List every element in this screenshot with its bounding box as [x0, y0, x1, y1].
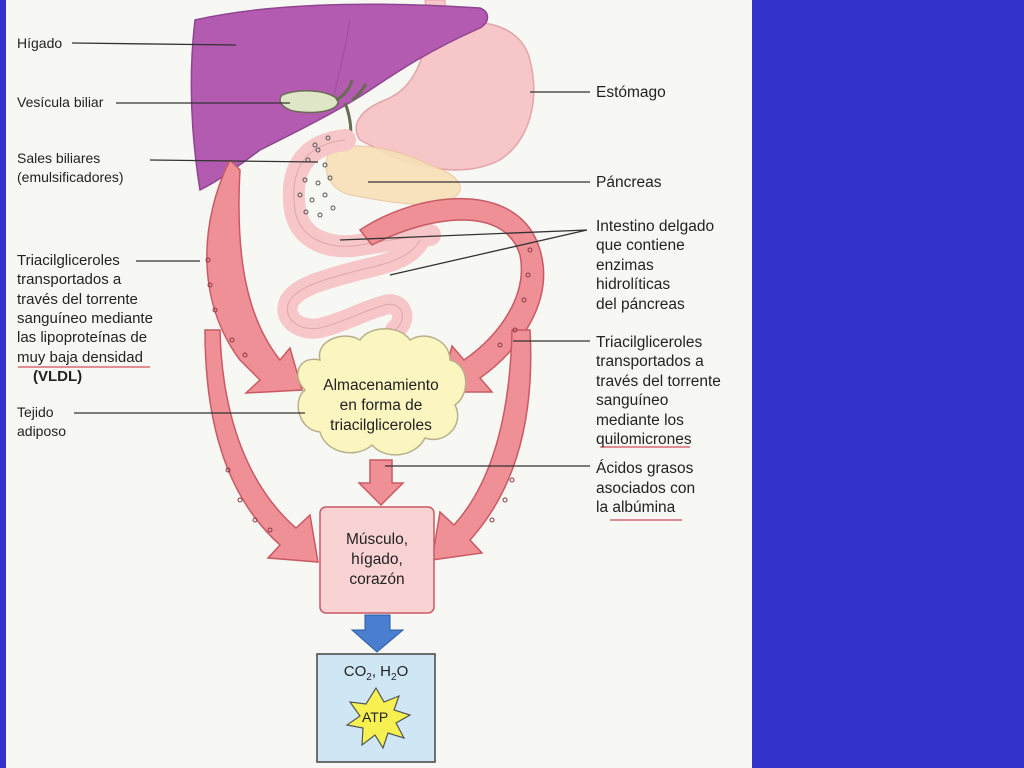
label-tria-left-2: transportados a	[17, 271, 122, 288]
muscle-line-1: Músculo,	[345, 531, 409, 548]
label-intestino-2: que contiene	[596, 237, 685, 254]
label-vesicula: Vesícula biliar	[17, 94, 104, 110]
label-tria-left-3: través del torrente	[17, 291, 138, 308]
label-intestino-5: del páncreas	[596, 296, 685, 313]
storage-to-muscle-arrow	[357, 459, 405, 507]
label-pancreas: Páncreas	[596, 174, 662, 191]
label-estomago: Estómago	[596, 84, 666, 101]
muscle-line-2: hígado,	[351, 551, 403, 568]
label-tria-left-6: muy baja densidad	[17, 349, 143, 366]
label-tria-right-2: transportados a	[596, 353, 704, 370]
label-intestino-4: hidrolíticas	[596, 276, 671, 293]
label-tria-left-4: sanguíneo mediante	[17, 310, 153, 327]
label-vldl: (VLDL)	[33, 368, 83, 385]
o-text: O	[396, 663, 409, 680]
left-vldl-arrow-lower	[204, 329, 319, 563]
products-label: CO2, H2O	[317, 662, 435, 688]
page-left-edge	[0, 0, 6, 768]
lipid-transport-diagram	[18, 0, 690, 763]
intestine-loops-outline	[286, 239, 421, 331]
storage-line-3: triacilgliceroles	[330, 417, 432, 434]
muscle-label: Músculo, hígado, corazón	[320, 530, 434, 590]
label-tejido-1: Tejido	[17, 404, 54, 420]
left-vldl-arrow-upper	[206, 158, 303, 394]
leader-lines	[71, 42, 590, 467]
label-sales-1: Sales biliares	[17, 150, 101, 166]
storage-label: Almacenamiento en forma de triacilglicer…	[300, 376, 462, 436]
label-tria-left-5: las lipoproteínas de	[17, 329, 148, 346]
storage-line-1: Almacenamiento	[323, 377, 439, 394]
label-tria-right-4: sanguíneo	[596, 392, 669, 409]
label-intestino-3: enzimas	[596, 257, 654, 274]
label-higado: Hígado	[17, 35, 63, 51]
muscle-box	[319, 506, 435, 614]
label-sales-2: (emulsificadores)	[17, 169, 124, 185]
label-tejido-2: adiposo	[17, 423, 67, 439]
co2-text: CO	[343, 663, 367, 680]
atp-starburst	[345, 686, 412, 750]
muscle-line-3: corazón	[349, 571, 405, 588]
co2-subscript: 2	[366, 672, 372, 683]
bile-salt-dots	[297, 135, 336, 218]
separator-h-text: , H	[371, 663, 391, 680]
gallbladder-shape	[279, 90, 339, 114]
atp-label: ATP	[362, 709, 389, 725]
red-underlines	[18, 366, 690, 521]
label-acidos-3: la albúmina	[596, 499, 676, 516]
right-chylomicron-arrow-upper	[358, 198, 545, 393]
label-tria-right-1: Triacilgliceroles	[596, 334, 703, 351]
label-tria-right-6: quilomicrones	[596, 431, 692, 448]
label-intestino-1: Intestino delgado	[596, 218, 715, 235]
label-tria-right-3: través del torrente	[596, 373, 721, 390]
h2o-subscript: 2	[391, 672, 397, 683]
storage-line-2: en forma de	[339, 397, 423, 414]
label-tria-right-5: mediante los	[596, 412, 684, 429]
label-acidos-2: asociados con	[596, 480, 696, 497]
label-acidos-1: Ácidos grasos	[596, 460, 694, 477]
diagram-panel: Hígado Vesícula biliar Sales biliares (e…	[0, 0, 752, 768]
label-tria-left-1: Triacilgliceroles	[17, 252, 120, 269]
oxidation-arrow	[350, 614, 405, 653]
duodenum-outline	[293, 139, 431, 247]
arrow-dots	[205, 247, 533, 533]
storage-cloud	[297, 328, 467, 456]
